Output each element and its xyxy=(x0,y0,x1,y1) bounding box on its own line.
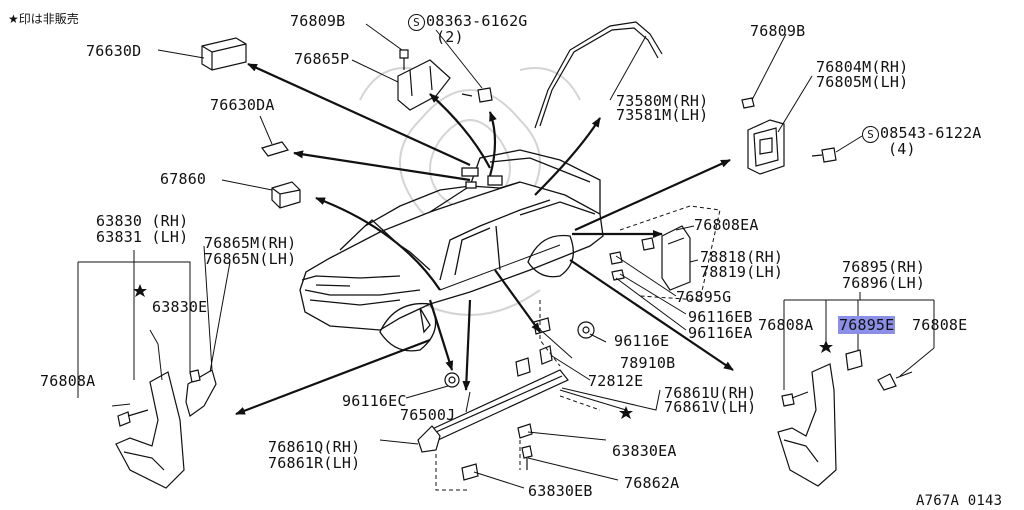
label-76865N: 76865N(LH) xyxy=(204,250,297,268)
label-76804M: 76804M(RH) xyxy=(816,58,909,76)
label-76805M: 76805M(LH) xyxy=(816,73,909,91)
label-76808E: 76808E xyxy=(912,316,968,334)
label-63831: 63831 (LH) xyxy=(96,228,189,246)
non-sale-markers xyxy=(133,284,833,419)
label-76895G: 76895G xyxy=(676,288,732,306)
part-76865P xyxy=(397,59,451,111)
label-63830EB: 63830EB xyxy=(528,482,593,500)
part-78818 xyxy=(661,225,691,291)
label-63830EA: 63830EA xyxy=(612,442,677,460)
figure-code: A767A 0143 xyxy=(916,493,1003,509)
part-76630D xyxy=(201,37,247,71)
legend-note: ★印は非販売 xyxy=(8,12,79,26)
label-76861V: 76861V(LH) xyxy=(664,398,757,416)
label-72812E: 72812E xyxy=(588,372,644,390)
label-76896: 76896(LH) xyxy=(842,274,926,292)
label-78910B: 78910B xyxy=(620,354,676,372)
part-73580M xyxy=(534,21,663,129)
screw-76808E xyxy=(877,371,913,391)
label-67860: 67860 xyxy=(160,170,207,188)
part-76861Q xyxy=(417,425,441,453)
label-96116EA: 96116EA xyxy=(688,324,753,342)
label-78818: 78818(RH) xyxy=(700,248,784,266)
label-76500J: 76500J xyxy=(400,406,456,424)
label-76809B-right: 76809B xyxy=(750,22,806,40)
screw-08543 xyxy=(811,147,837,163)
label-76808EA: 76808EA xyxy=(694,216,759,234)
label-96116E: 96116E xyxy=(614,332,670,350)
label-63830E: 63830E xyxy=(152,298,208,316)
label-76630D: 76630D xyxy=(86,42,142,60)
label-08363-qty: (2) xyxy=(436,28,464,46)
part-shapes xyxy=(115,21,913,489)
label-76630DA: 76630DA xyxy=(210,96,275,114)
label-76861U: 76861U(RH) xyxy=(664,384,757,402)
part-76630DA xyxy=(261,141,289,157)
screw-76809B-top xyxy=(399,49,409,70)
pointer-arrows xyxy=(235,62,734,416)
clip-76809B-right xyxy=(741,97,755,109)
label-96116EC: 96116EC xyxy=(342,392,407,410)
label-76865P: 76865P xyxy=(294,50,350,68)
label-76861R: 76861R(LH) xyxy=(268,454,361,472)
bolt-08363 xyxy=(461,87,493,103)
label-76808A-left: 76808A xyxy=(40,372,96,390)
clip-76895E xyxy=(845,349,863,371)
label-76862A: 76862A xyxy=(624,474,680,492)
label-76895: 76895(RH) xyxy=(842,258,926,276)
part-67860 xyxy=(271,181,301,209)
standard-part-icon: S xyxy=(408,14,425,31)
car-illustration xyxy=(299,149,604,352)
label-76861Q: 76861Q(RH) xyxy=(268,438,361,456)
screw-76808A-right xyxy=(781,391,809,407)
mudflap-left xyxy=(115,371,185,489)
label-96116EB: 96116EB xyxy=(688,308,753,326)
label-63830: 63830 (RH) xyxy=(96,212,189,230)
label-78819: 78819(LH) xyxy=(700,263,784,281)
screw-76808A-left xyxy=(117,409,149,427)
label-76865M: 76865M(RH) xyxy=(204,234,297,252)
label-76808A-right: 76808A xyxy=(758,316,814,334)
mudflap-right xyxy=(777,363,837,487)
label-76809B-top: 76809B xyxy=(290,12,346,30)
highlighted-part-number[interactable]: 76895E xyxy=(838,316,896,334)
label-73581M: 73581M(LH) xyxy=(616,106,709,124)
label-08543-qty: (4) xyxy=(888,140,916,158)
label-73580M: 73580M(RH) xyxy=(616,92,709,110)
label-76895E: 76895E xyxy=(838,316,896,334)
standard-part-icon: S xyxy=(862,126,879,143)
leader-lines xyxy=(77,23,935,491)
